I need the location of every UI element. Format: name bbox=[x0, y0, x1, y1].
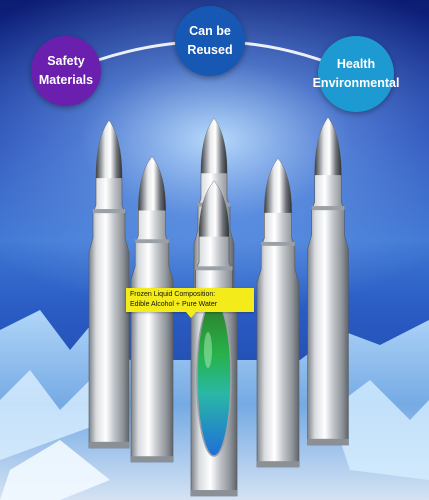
callout-line2: Edible Alcohol + Pure Water bbox=[130, 301, 218, 309]
badge-safety-line1: Safety bbox=[47, 53, 85, 68]
safety-materials-badge: Safety Materials bbox=[31, 36, 101, 106]
badge-reuse-line2: Reused bbox=[187, 43, 233, 57]
bullet-mid-right bbox=[256, 158, 300, 468]
bullet-back-left bbox=[88, 119, 130, 449]
callout-line1: Frozen Liquid Composition: bbox=[130, 291, 216, 298]
health-environmental-badge: Health Environmental bbox=[313, 36, 399, 112]
can-be-reused-badge: Can be Reused bbox=[175, 6, 245, 76]
badge-safety-line2: Materials bbox=[38, 73, 94, 87]
badge-reuse-line1: Can be bbox=[189, 23, 231, 38]
badge-health-line2: Environmental bbox=[312, 76, 400, 90]
badge-health-line1: Health bbox=[336, 56, 376, 71]
composition-callout: Frozen Liquid Composition: Edible Alcoho… bbox=[126, 288, 254, 319]
bullet-back-right bbox=[307, 116, 349, 446]
